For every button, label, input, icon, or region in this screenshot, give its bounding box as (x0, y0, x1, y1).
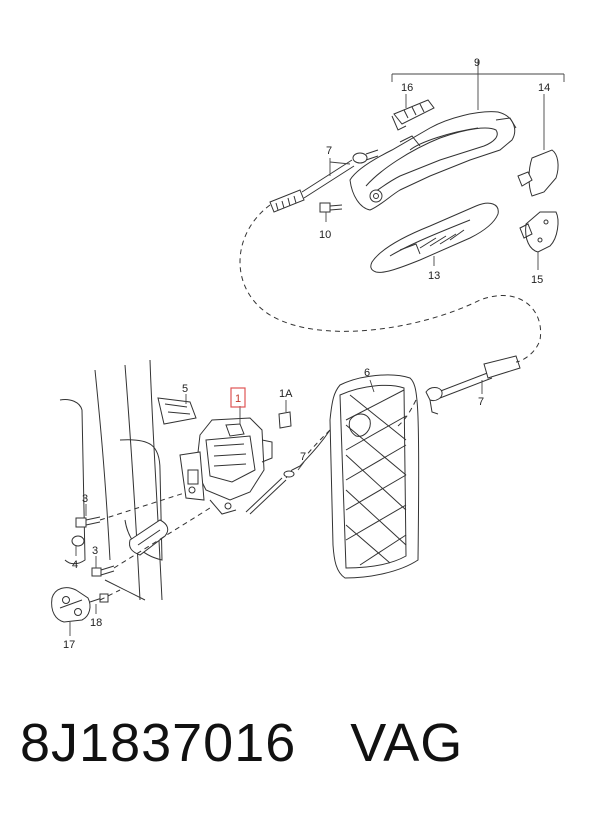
washer-4 (71, 535, 85, 547)
cover-14 (517, 149, 559, 197)
guide-lines-bolts (99, 487, 211, 601)
callout-7-right: 7 (478, 396, 484, 408)
cover-15 (519, 211, 559, 253)
callout-labels: 9 16 14 7 10 13 15 6 7 5 1 1A 7 3 4 3 18… (63, 57, 550, 651)
callout-18: 18 (90, 617, 102, 629)
callout-1A: 1A (279, 388, 293, 400)
cable-7-right (425, 355, 521, 415)
callout-9: 9 (474, 57, 480, 69)
leader-lines (69, 60, 565, 636)
door-panel-6 (329, 374, 420, 579)
cable-routing-dashed (239, 204, 542, 457)
callout-14: 14 (538, 82, 550, 94)
callout-5: 5 (182, 383, 188, 395)
part-number: 8J1837016 (20, 713, 297, 773)
handle-carrier-9 (349, 111, 517, 211)
bolt-3-lower (91, 565, 115, 577)
callout-16: 16 (401, 82, 413, 94)
callout-7-lower: 7 (300, 451, 306, 463)
bolt-10 (319, 202, 343, 213)
callout-6: 6 (364, 367, 370, 379)
cover-plate-5 (157, 397, 197, 425)
callout-3-lower: 3 (92, 545, 98, 557)
cap-16 (391, 99, 435, 131)
callout-17: 17 (63, 639, 75, 651)
bolt-18 (89, 593, 109, 603)
callout-7-upper: 7 (326, 145, 332, 157)
callout-1: 1 (235, 393, 241, 405)
part-number-footer: 8J1837016 VAG (20, 712, 463, 802)
door-frame-outline (59, 359, 169, 601)
callout-3-upper: 3 (82, 493, 88, 505)
callout-13: 13 (428, 270, 440, 282)
bolt-3-upper (75, 516, 101, 528)
brand-name: VAG (350, 713, 464, 773)
cable-7-upper (269, 149, 379, 213)
door-lock-1 (179, 417, 273, 515)
exploded-parts-diagram: 9 16 14 7 10 13 15 6 7 5 1 1A 7 3 4 3 18… (51, 57, 565, 651)
outer-handle-13 (370, 202, 499, 273)
clip-1A (278, 411, 292, 429)
callout-15: 15 (531, 274, 543, 286)
striker-plate (51, 587, 91, 623)
callout-10: 10 (319, 229, 331, 241)
callout-4: 4 (72, 559, 78, 571)
highlight-box-item-1 (230, 387, 246, 408)
